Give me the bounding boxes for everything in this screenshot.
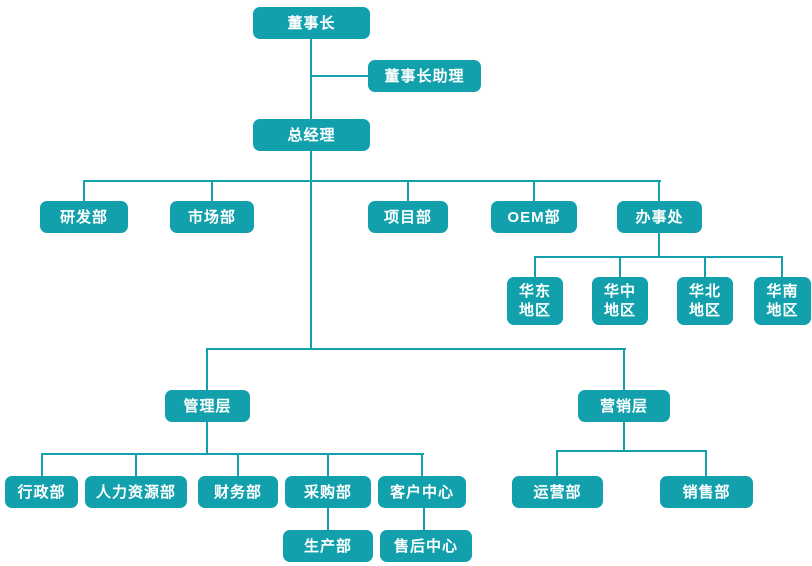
connector-drop-management <box>206 348 208 390</box>
node-region-north: 华北 地区 <box>677 277 733 325</box>
connector-drop-office <box>658 180 660 201</box>
connector-drop-project <box>407 180 409 201</box>
connector-drop-oem <box>533 180 535 201</box>
connector-drop-marketinglayer <box>623 348 625 390</box>
node-production-dept: 生产部 <box>283 530 373 562</box>
connector-drop-marketing <box>211 180 213 201</box>
connector-customer-aftersales <box>423 508 425 530</box>
node-finance-dept: 财务部 <box>198 476 278 508</box>
connector-drop-customer <box>421 453 423 476</box>
connector-drop-south <box>781 256 783 277</box>
connector-drop-north <box>704 256 706 277</box>
node-oem-dept: OEM部 <box>491 201 577 233</box>
connector-management-stub <box>206 422 208 454</box>
connector-drop-finance <box>237 453 239 476</box>
node-region-central: 华中 地区 <box>592 277 648 325</box>
node-chairman-assistant: 董事长助理 <box>368 60 481 92</box>
connector-purchasing-production <box>327 508 329 530</box>
node-rd-dept: 研发部 <box>40 201 128 233</box>
node-operations-dept: 运营部 <box>512 476 603 508</box>
node-management-layer: 管理层 <box>165 390 250 422</box>
connector-drop-purchasing <box>327 453 329 476</box>
node-region-south: 华南 地区 <box>754 277 811 325</box>
connector-gm-trunk <box>310 151 312 350</box>
node-sales-dept: 销售部 <box>660 476 753 508</box>
node-marketing-layer: 营销层 <box>578 390 670 422</box>
node-office: 办事处 <box>617 201 702 233</box>
node-region-east: 华东 地区 <box>507 277 563 325</box>
connector-bus-management <box>42 453 424 455</box>
node-project-dept: 项目部 <box>368 201 448 233</box>
connector-bus-regions <box>535 256 783 258</box>
node-purchasing-dept: 采购部 <box>285 476 371 508</box>
node-marketing-dept: 市场部 <box>170 201 254 233</box>
node-hr-dept: 人力资源部 <box>85 476 187 508</box>
node-aftersales-center: 售后中心 <box>380 530 472 562</box>
connector-marketinglayer-stub <box>623 422 625 452</box>
connector-bus-departments <box>84 180 661 182</box>
connector-office-stub <box>658 233 660 258</box>
node-admin-dept: 行政部 <box>5 476 78 508</box>
node-chairman: 董事长 <box>253 7 370 39</box>
node-customer-center: 客户中心 <box>378 476 466 508</box>
connector-drop-sales <box>705 450 707 476</box>
connector-bus-layers <box>207 348 626 350</box>
connector-drop-east <box>534 256 536 277</box>
connector-drop-hr <box>135 453 137 476</box>
connector-drop-rd <box>83 180 85 201</box>
connector-bus-marketinglayer <box>556 450 707 452</box>
node-general-manager: 总经理 <box>253 119 370 151</box>
connector-chairman-gm <box>310 39 312 119</box>
connector-drop-operations <box>556 450 558 476</box>
connector-drop-central <box>619 256 621 277</box>
connector-assistant <box>310 75 368 77</box>
connector-drop-admin <box>41 453 43 476</box>
